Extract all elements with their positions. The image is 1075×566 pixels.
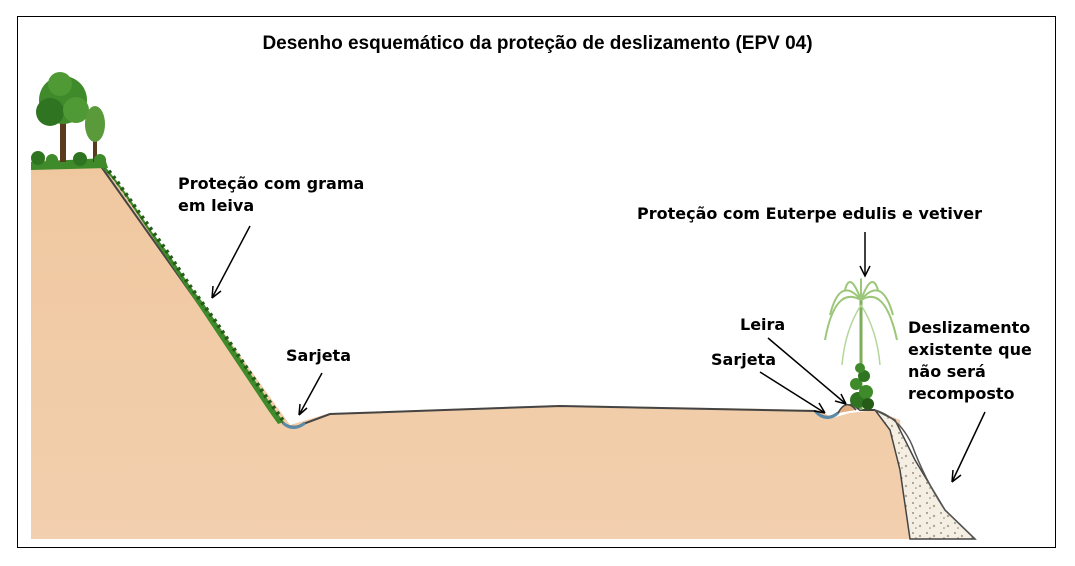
tree-small-icon (85, 106, 105, 162)
arrow-sarjeta-left (298, 372, 323, 416)
shrubs-top (31, 151, 106, 166)
arrow-euterpe (859, 232, 871, 278)
label-grama-leiva: Proteção com grama em leiva (178, 173, 364, 217)
label-desliz-line4: recomposto (908, 384, 1015, 403)
label-grama-line2: em leiva (178, 196, 255, 215)
label-desliz-line2: existente que (908, 340, 1032, 359)
diagram-title: Desenho esquemático da proteção de desli… (262, 33, 813, 54)
label-grama-line1: Proteção com grama (178, 174, 365, 193)
vetiver-bush-icon (850, 363, 874, 410)
arrow-grama (211, 225, 251, 299)
label-desliz-line3: não será (908, 362, 986, 381)
sarjeta-right-channel (813, 409, 839, 419)
label-desliz-line1: Deslizamento (908, 318, 1031, 337)
label-sarjeta-right: Sarjeta (711, 350, 776, 369)
leira-mound (837, 404, 857, 414)
arrow-leira (767, 337, 847, 405)
landslide-edge (874, 409, 976, 540)
arrow-sarjeta-right (759, 371, 826, 414)
label-sarjeta-left: Sarjeta (286, 346, 351, 365)
label-deslizamento: Deslizamento existente que não será reco… (908, 317, 1032, 405)
soil-profile (31, 160, 910, 539)
label-leira: Leira (740, 315, 786, 334)
sarjeta-left-channel (281, 421, 306, 429)
arrow-deslizamento (951, 411, 986, 483)
tree-large-icon (36, 72, 89, 162)
label-euterpe-vetiver: Proteção com Euterpe edulis e vetiver (637, 204, 983, 223)
